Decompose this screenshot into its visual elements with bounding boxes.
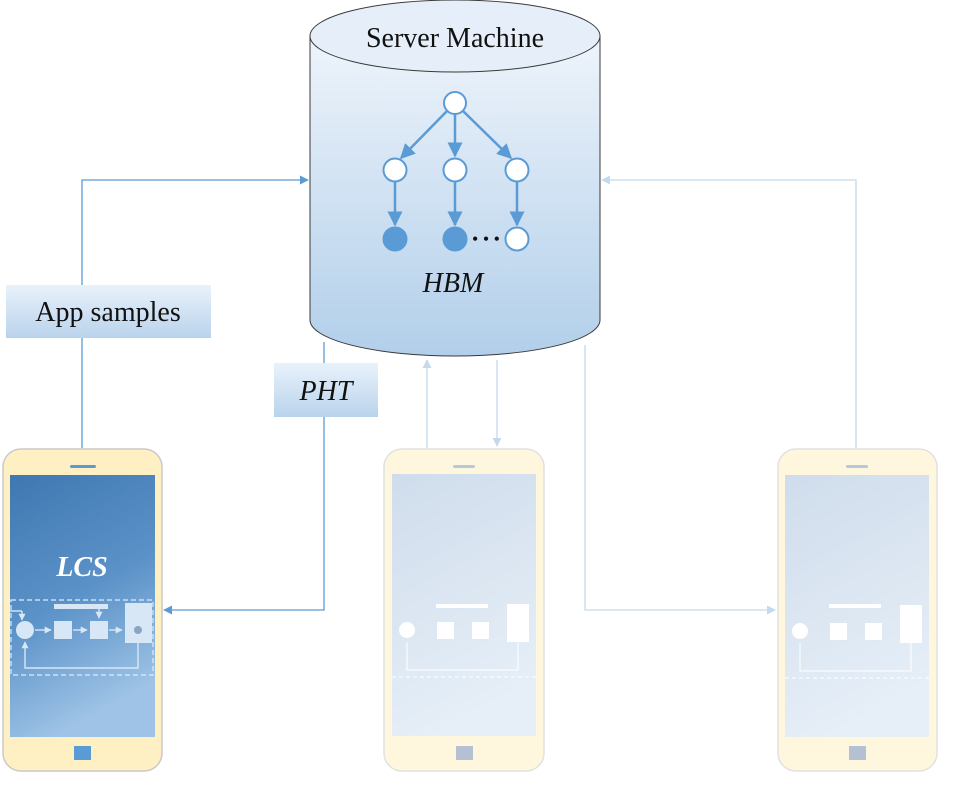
tree-leaf-filled [442,226,468,252]
app-samples-label-box: App samples [6,285,211,338]
phone-2-diagram [392,604,536,678]
lcs-block [472,622,489,639]
lcs-output-icon [134,626,142,634]
lcs-block [437,622,454,639]
phone3-upload-arrow [601,175,857,448]
tree-node [442,157,468,183]
lcs-label: LCS [55,552,107,583]
server-title: Server Machine [366,23,544,54]
pht-arrow [163,342,325,615]
lcs-input-node [16,621,34,639]
tree-edge [461,109,513,160]
lcs-block-diagram [10,599,154,676]
phone-3[interactable] [777,448,938,772]
phone-3-speaker [846,465,868,468]
lcs-feedback-loop [406,642,519,671]
lcs-feedback-loop [799,643,912,672]
pht-label: PHT [299,376,355,407]
lcs-output-block [125,603,152,643]
lcs-dashed-frame [10,599,154,676]
hbm-label: HBM [422,268,485,299]
lcs-block [90,621,108,639]
lcs-output-block [507,604,529,642]
tree-root-node [443,91,467,115]
app-samples-arrow [81,175,309,448]
phone-1-speaker [70,465,96,468]
lcs-bar [829,604,881,608]
app-samples-label: App samples [35,297,180,328]
tree-node [382,157,408,183]
phone-2-home-button[interactable] [456,746,473,760]
connectors [81,175,857,615]
lcs-feedback-loop [21,641,139,669]
tree-leaf-open [504,226,530,252]
phone-2-speaker [453,465,475,468]
phone-1[interactable]: LCS [2,448,163,772]
phone-3-home-button[interactable] [849,746,866,760]
lcs-bar [436,604,488,608]
phone-2[interactable] [383,448,545,772]
lcs-input-node [399,622,415,638]
lcs-block [54,621,72,639]
tree-node [504,157,530,183]
hbm-tree: • • • [382,91,530,252]
tree-ellipsis: • • • [472,229,500,249]
lcs-output-block [900,605,922,643]
phone-3-diagram [785,604,929,679]
lcs-block [830,623,847,640]
server-machine: Server Machine • • • HBM [309,0,601,357]
pht-label-box: PHT [274,363,378,417]
phone3-download-arrow [584,345,776,615]
tree-leaf-filled [382,226,408,252]
lcs-input-node [792,623,808,639]
lcs-bar [54,604,108,609]
lcs-block [865,623,882,640]
server-cylinder-top [309,0,601,73]
phone-1-home-button[interactable] [74,746,91,760]
tree-edge [399,109,449,160]
